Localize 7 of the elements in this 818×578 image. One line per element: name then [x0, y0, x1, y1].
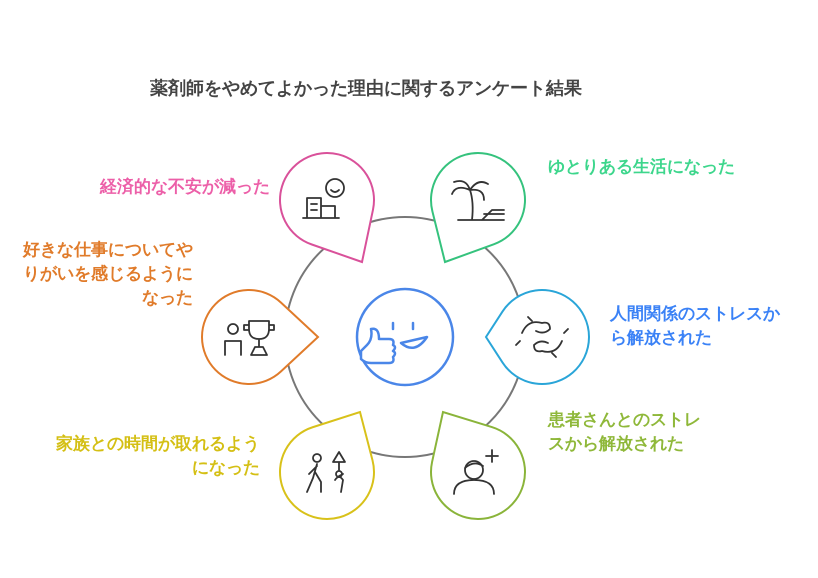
reason-label: 家族との時間が取れるようになった — [55, 433, 260, 480]
reason-label: 人間関係のストレスから解放された — [610, 303, 780, 350]
reason-label: 好きな仕事についてやりがいを感じるようになった — [22, 239, 193, 310]
reason-label: 経済的な不安が減った — [98, 176, 270, 199]
title: 薬剤師をやめてよかった理由に関するアンケート結果 — [150, 77, 582, 101]
reason-label: ゆとりある生活になった — [548, 156, 736, 179]
reason-label: 患者さんとのストレスから解放された — [548, 409, 702, 456]
